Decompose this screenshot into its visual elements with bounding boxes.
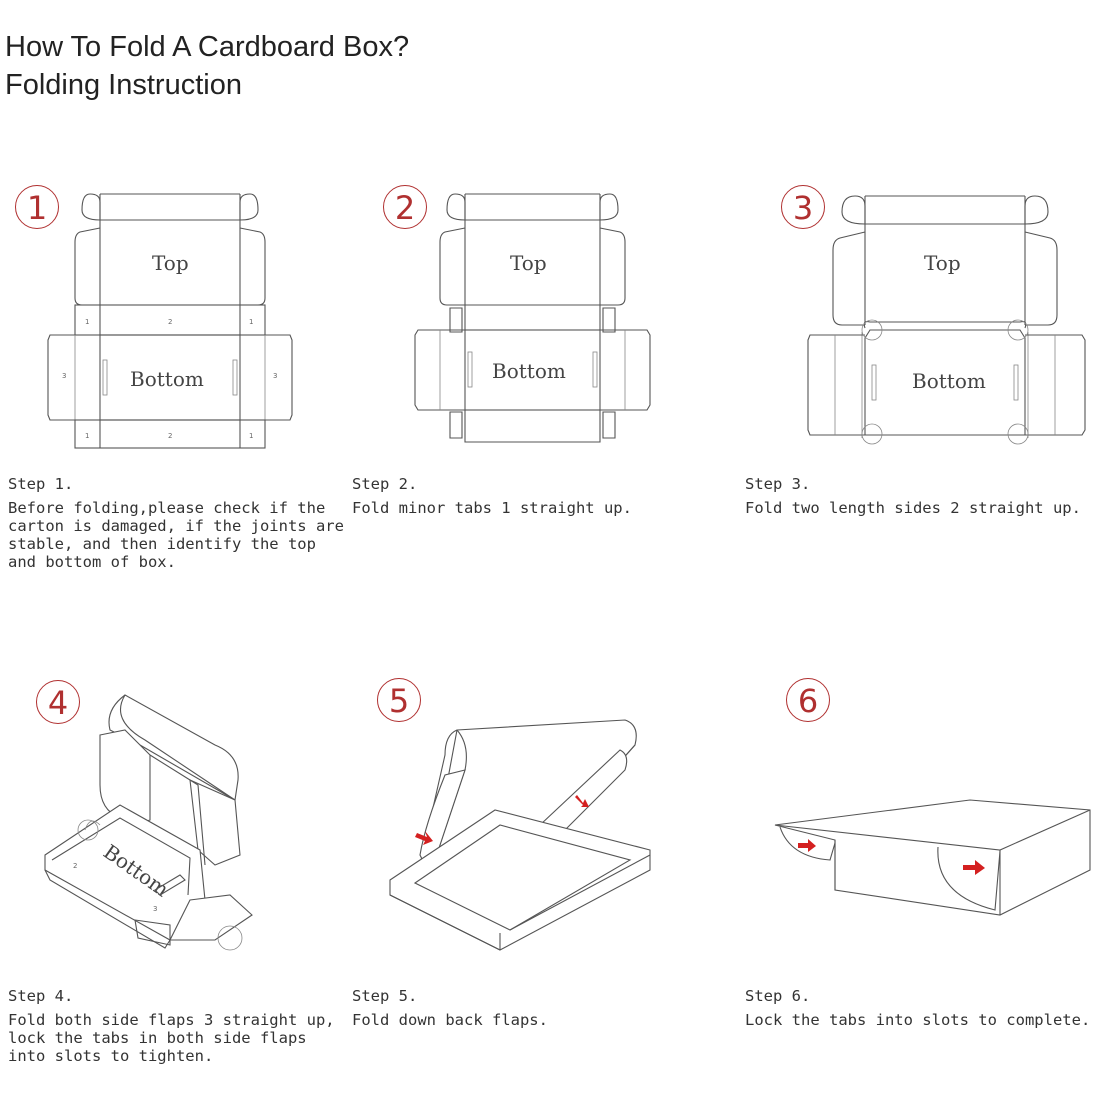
step-5-number: 5 (377, 678, 421, 722)
step-3-top-label: Top (924, 251, 961, 275)
step-4-mark-2: 2 (73, 862, 77, 870)
step-5-diagram (389, 719, 651, 951)
step-4-label: Step 4. (8, 987, 74, 1005)
step-2-description: Fold minor tabs 1 straight up. (352, 499, 632, 517)
step-1-mark-1a: 1 (85, 318, 89, 326)
step-3-bottom-label: Bottom (912, 369, 986, 393)
step-1-mark-1b: 1 (249, 318, 253, 326)
step-4-mark-3: 3 (153, 905, 157, 913)
step-2-label: Step 2. (352, 475, 418, 493)
step-3-description: Fold two length sides 2 straight up. (745, 499, 1081, 517)
step-4-diagram: Bottom 2 3 (44, 694, 253, 951)
step-1-description: Before folding,please check if the carto… (8, 499, 344, 571)
step-2-bottom-label: Bottom (492, 359, 566, 383)
step-1-number: 1 (15, 185, 59, 229)
step-1-top-label: Top (152, 251, 189, 275)
step-2-number: 2 (383, 185, 427, 229)
step-2-diagram: Top Bottom (414, 193, 651, 443)
step-2-top-label: Top (510, 251, 547, 275)
step-5-description: Fold down back flaps. (352, 1011, 548, 1029)
step-4-description: Fold both side flaps 3 straight up, lock… (8, 1011, 335, 1065)
step-1-mark-1d: 1 (249, 432, 253, 440)
step-3-number: 3 (781, 185, 825, 229)
step-1-mark-3b: 3 (273, 372, 277, 380)
step-4-number: 4 (36, 680, 80, 724)
step-6-number: 6 (786, 678, 830, 722)
step-3-label: Step 3. (745, 475, 811, 493)
step-1-mark-3a: 3 (62, 372, 66, 380)
step-6-label: Step 6. (745, 987, 811, 1005)
title-line-1: How To Fold A Cardboard Box? (5, 31, 410, 63)
step-5-label: Step 5. (352, 987, 418, 1005)
step-6-description: Lock the tabs into slots to complete. (745, 1011, 1091, 1029)
title-line-2: Folding Instruction (5, 69, 242, 101)
step-1-mark-2a: 2 (168, 318, 172, 326)
step-1-label: Step 1. (8, 475, 74, 493)
step-1-diagram: Top 1 2 1 3 3 Bottom 1 2 1 (47, 193, 293, 449)
page-title: How To Fold A Cardboard Box? Folding Ins… (5, 28, 409, 104)
step-1-mark-1c: 1 (85, 432, 89, 440)
step-1-bottom-label: Bottom (130, 367, 204, 391)
step-3-diagram: Top Bottom (807, 195, 1086, 445)
step-6-diagram (774, 799, 1091, 916)
step-1-mark-2b: 2 (168, 432, 172, 440)
